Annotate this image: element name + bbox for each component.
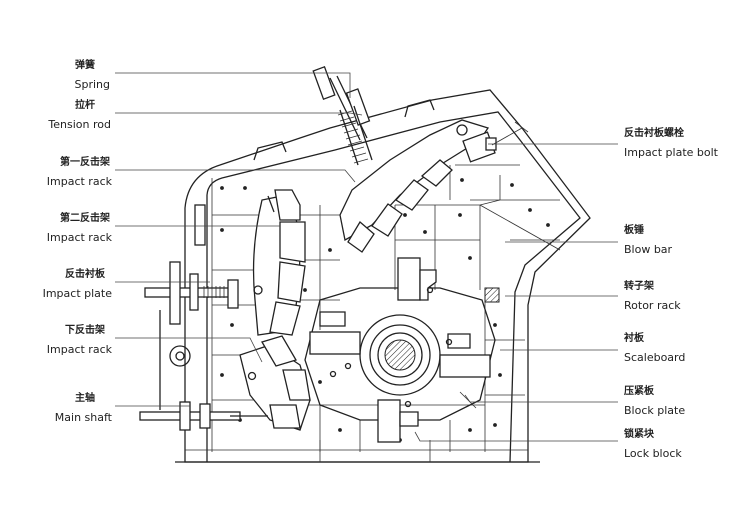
label-scaleboard-zh: 衬板 xyxy=(624,331,645,344)
label-spring: 弹簧 Spring xyxy=(75,58,111,91)
spring-tension-rod-assembly xyxy=(312,66,373,166)
leader-lines xyxy=(115,72,618,442)
label-main-shaft-en: Main shaft xyxy=(55,411,113,424)
label-tension-rod: 拉杆 Tension rod xyxy=(47,98,111,131)
label-blow-bar: 板锤 Blow bar xyxy=(624,223,673,256)
housing-inner-line xyxy=(206,111,581,463)
label-second-impact-rack-zh: 第二反击架 xyxy=(60,211,110,224)
blow-bar-top xyxy=(397,257,421,301)
rotor-rack-wedge xyxy=(484,287,500,303)
label-spring-zh: 弹簧 xyxy=(75,58,95,71)
label-impact-plate-bolt-en: Impact plate bolt xyxy=(624,146,719,159)
main-shaft-assembly xyxy=(139,401,268,431)
label-spring-en: Spring xyxy=(75,78,111,91)
label-second-impact-rack: 第二反击架 Impact rack xyxy=(47,211,113,244)
lifting-lug-right xyxy=(404,99,435,118)
label-first-impact-rack-en: Impact rack xyxy=(47,175,113,188)
housing-outline xyxy=(184,89,591,463)
label-rotor-rack: 转子架 Rotor rack xyxy=(624,279,681,312)
label-rotor-rack-en: Rotor rack xyxy=(624,299,681,312)
label-scaleboard: 衬板 Scaleboard xyxy=(624,331,685,364)
blow-bar-right xyxy=(439,354,491,378)
label-blow-bar-en: Blow bar xyxy=(624,243,673,256)
lifting-lug-left xyxy=(253,141,287,161)
label-lock-block-en: Lock block xyxy=(624,447,682,460)
label-tension-rod-en: Tension rod xyxy=(47,118,111,131)
label-block-plate-en: Block plate xyxy=(624,404,685,417)
label-lock-block: 锁紧块 Lock block xyxy=(624,427,682,460)
second-impact-rack xyxy=(252,189,306,336)
impact-plate-adjuster xyxy=(144,261,239,325)
label-first-impact-rack-zh: 第一反击架 xyxy=(60,155,110,168)
label-lower-impact-rack-zh: 下反击架 xyxy=(65,323,105,336)
blow-bar-left xyxy=(309,331,361,355)
blow-bar-bottom xyxy=(377,399,401,443)
rotor xyxy=(304,257,496,443)
label-tension-rod-zh: 拉杆 xyxy=(75,98,95,111)
label-impact-plate-bolt-zh: 反击衬板螺栓 xyxy=(624,126,684,139)
label-impact-plate-en: Impact plate xyxy=(43,287,113,300)
label-second-impact-rack-en: Impact rack xyxy=(47,231,113,244)
label-lower-impact-rack-en: Impact rack xyxy=(47,343,113,356)
label-lock-block-zh: 锁紧块 xyxy=(624,427,655,440)
label-impact-plate-zh: 反击衬板 xyxy=(65,267,106,280)
label-block-plate-zh: 压紧板 xyxy=(624,384,655,397)
label-first-impact-rack: 第一反击架 Impact rack xyxy=(47,155,113,188)
label-blow-bar-zh: 板锤 xyxy=(624,223,644,236)
label-main-shaft: 主轴 Main shaft xyxy=(55,391,113,424)
label-main-shaft-zh: 主轴 xyxy=(75,391,95,404)
label-lower-impact-rack: 下反击架 Impact rack xyxy=(47,323,113,356)
label-rotor-rack-zh: 转子架 xyxy=(624,279,654,292)
label-impact-plate-bolt: 反击衬板螺栓 Impact plate bolt xyxy=(624,126,719,159)
label-block-plate: 压紧板 Block plate xyxy=(624,384,685,417)
label-scaleboard-en: Scaleboard xyxy=(624,351,685,364)
label-impact-plate: 反击衬板 Impact plate xyxy=(43,267,113,300)
lower-impact-rack xyxy=(239,335,311,431)
left-housing-details xyxy=(159,204,206,410)
crusher-drawing xyxy=(139,66,591,463)
first-impact-rack xyxy=(339,119,490,253)
